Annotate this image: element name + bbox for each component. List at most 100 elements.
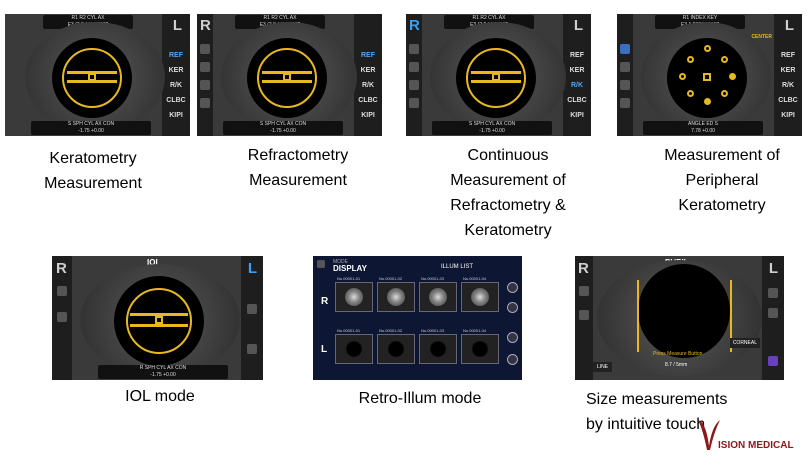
vision-medical-logo: ISION MEDICAL bbox=[696, 418, 794, 457]
measure-line-right[interactable] bbox=[730, 280, 732, 352]
side-letter-right: L bbox=[247, 260, 257, 277]
illum-cell[interactable] bbox=[419, 282, 457, 312]
measure-line-left[interactable] bbox=[637, 280, 639, 352]
save-icon[interactable] bbox=[579, 286, 589, 296]
mode-rk[interactable]: R/K bbox=[781, 82, 795, 89]
mode-ker[interactable]: KER bbox=[780, 67, 796, 74]
alignment-bar bbox=[67, 71, 117, 74]
mode-rk[interactable]: R/K bbox=[169, 82, 183, 89]
side-letter-right: L bbox=[573, 17, 583, 34]
illum-cell[interactable] bbox=[335, 282, 373, 312]
right-sidebar bbox=[162, 14, 190, 136]
center-label[interactable]: CENTER bbox=[751, 34, 772, 40]
mode-rk[interactable]: R/K bbox=[570, 82, 584, 89]
mode-rk[interactable]: R/K bbox=[361, 82, 375, 89]
center-target bbox=[703, 73, 711, 81]
illum-cell[interactable] bbox=[335, 334, 373, 364]
fixation-dot-active bbox=[729, 73, 736, 80]
thumb-keratometry[interactable]: R1 R2 CYL AXE3 (2.0 (-1) 00097 L REF KER… bbox=[5, 14, 190, 136]
cell-id: No.00001-01 bbox=[337, 328, 361, 333]
clear-icon[interactable] bbox=[507, 332, 518, 343]
row-l-label: L bbox=[321, 344, 328, 355]
exit-icon[interactable] bbox=[247, 344, 257, 354]
print-icon[interactable] bbox=[57, 312, 67, 322]
mode-kipi[interactable]: KIPI bbox=[781, 112, 795, 119]
mode-kipi[interactable]: KIPI bbox=[361, 112, 375, 119]
corneal-button[interactable]: CORNEAL bbox=[729, 338, 760, 348]
menu-icon[interactable] bbox=[409, 98, 419, 108]
prev-icon[interactable] bbox=[507, 282, 518, 293]
bottom-readout: R SPH CYL AX CON-1.75 +0.00 bbox=[98, 365, 228, 379]
mode-clbc[interactable]: CLBC bbox=[166, 97, 186, 104]
fixation-dot bbox=[687, 90, 694, 97]
mode-clbc[interactable]: CLBC bbox=[567, 97, 587, 104]
alignment-bar bbox=[471, 71, 521, 74]
fixation-dot bbox=[721, 56, 728, 63]
right-sidebar bbox=[774, 14, 802, 136]
line-button[interactable]: LINE bbox=[593, 362, 613, 372]
mode-ref[interactable]: REF bbox=[781, 52, 795, 59]
fixation-dot bbox=[687, 56, 694, 63]
menu-icon[interactable] bbox=[620, 98, 630, 108]
menu-icon[interactable] bbox=[200, 98, 210, 108]
exit-icon[interactable] bbox=[507, 354, 518, 365]
row-r-label: R bbox=[321, 296, 329, 307]
save-icon[interactable] bbox=[57, 286, 67, 296]
mire-ring bbox=[126, 288, 192, 354]
bottom-readout: S SPH CYL AX CON-1.75 +0.00 bbox=[432, 121, 552, 135]
center-target bbox=[88, 73, 96, 81]
auto-icon[interactable] bbox=[620, 44, 630, 54]
mode-kipi[interactable]: KIPI bbox=[570, 112, 584, 119]
print-icon[interactable] bbox=[579, 310, 589, 320]
alignment-bar bbox=[262, 71, 312, 74]
auto-icon[interactable] bbox=[409, 44, 419, 54]
thumb-iol[interactable]: R L IOL R SPH CYL AX CON-1.75 +0.00 bbox=[52, 256, 263, 380]
thumb-peripheral[interactable]: R1 INDEX KEYE3 1.3375 00097 CENTER L REF… bbox=[617, 14, 802, 136]
thumb-size[interactable]: R L PUPIL Press Measure Button 8.7 / 5mm… bbox=[575, 256, 784, 380]
home-icon[interactable] bbox=[317, 260, 325, 268]
thumb-refractometry[interactable]: R R1 R2 CYL AXE3 (2.0 (-1) 00097 REF KER… bbox=[197, 14, 382, 136]
mode-ker[interactable]: KER bbox=[569, 67, 585, 74]
mode-ker[interactable]: KER bbox=[360, 67, 376, 74]
center-target bbox=[155, 316, 163, 324]
mode-clbc[interactable]: CLBC bbox=[778, 97, 798, 104]
alignment-bar bbox=[130, 324, 188, 327]
side-letter-left: R bbox=[578, 260, 589, 277]
mode-ref[interactable]: REF bbox=[169, 52, 183, 59]
side-letter-left: R bbox=[56, 260, 67, 277]
thumb-continuous[interactable]: R L R1 R2 CYL AXE3 (2.0 (-) 00097 REF KE… bbox=[406, 14, 591, 136]
mode-kipi[interactable]: KIPI bbox=[169, 112, 183, 119]
mode-clbc[interactable]: CLBC bbox=[358, 97, 378, 104]
illum-cell[interactable] bbox=[461, 282, 499, 312]
settings-icon[interactable] bbox=[620, 62, 630, 72]
mode-ref[interactable]: REF bbox=[570, 52, 584, 59]
cell-id: No.00001-03 bbox=[421, 328, 445, 333]
thumb-retro-illum[interactable]: MODE DISPLAY ILLUM LIST R L No.00001-01 … bbox=[313, 256, 522, 380]
illum-list-label: ILLUM LIST bbox=[441, 264, 474, 270]
pupil bbox=[638, 264, 730, 358]
settings-icon[interactable] bbox=[200, 62, 210, 72]
exit-icon[interactable] bbox=[768, 308, 778, 318]
window-icon[interactable] bbox=[768, 356, 778, 366]
right-sidebar bbox=[762, 256, 784, 380]
clear-icon[interactable] bbox=[768, 288, 778, 298]
mode-header-small: MODE bbox=[333, 259, 348, 265]
auto-icon[interactable] bbox=[200, 44, 210, 54]
print-icon[interactable] bbox=[409, 80, 419, 90]
settings-icon[interactable] bbox=[409, 62, 419, 72]
print-icon[interactable] bbox=[200, 80, 210, 90]
mode-header-big: DISPLAY bbox=[333, 264, 367, 273]
reset-icon[interactable] bbox=[247, 304, 257, 314]
next-icon[interactable] bbox=[507, 302, 518, 313]
mode-ker[interactable]: KER bbox=[168, 67, 184, 74]
side-letter-left: R bbox=[409, 17, 420, 34]
illum-cell[interactable] bbox=[461, 334, 499, 364]
illum-cell[interactable] bbox=[419, 334, 457, 364]
mode-ref[interactable]: REF bbox=[361, 52, 375, 59]
print-icon[interactable] bbox=[620, 80, 630, 90]
illum-cell[interactable] bbox=[377, 282, 415, 312]
illum-cell[interactable] bbox=[377, 334, 415, 364]
bottom-readout: S SPH CYL AX CON-1.75 +0.00 bbox=[223, 121, 343, 135]
